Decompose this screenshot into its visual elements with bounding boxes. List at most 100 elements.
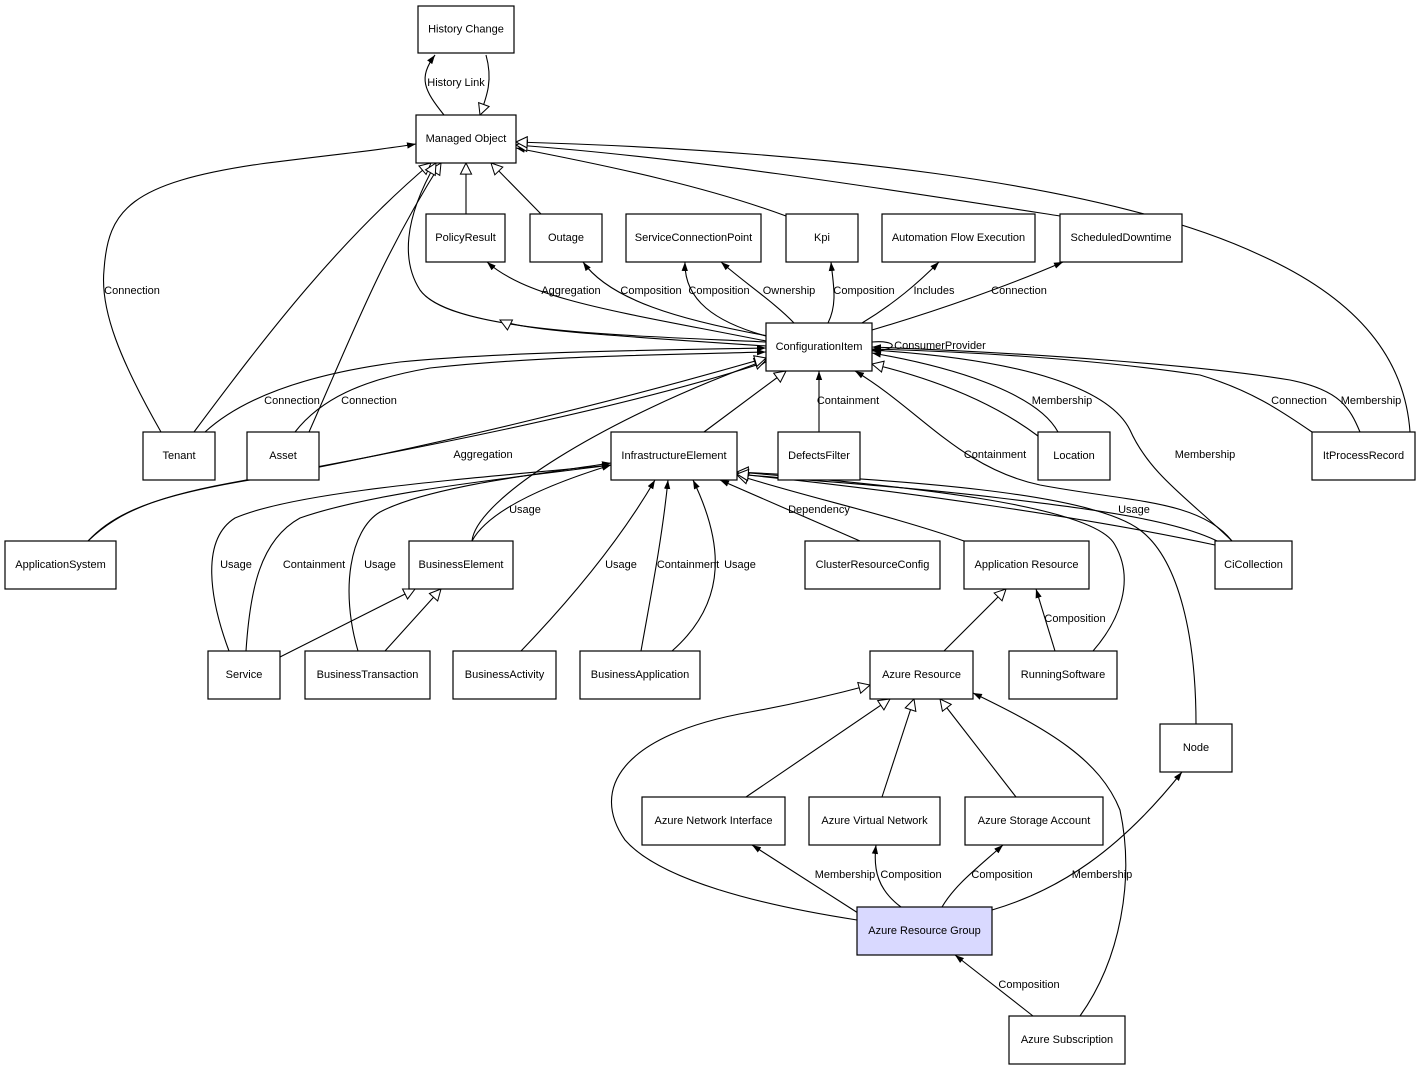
edge-label-usage: Usage	[509, 504, 541, 516]
edge-path	[703, 371, 786, 433]
node-box	[425, 213, 506, 263]
node-outage[interactable]: Outage	[529, 213, 603, 263]
node-it-process-record[interactable]: ItProcessRecord	[1311, 431, 1416, 481]
node-infrastructure-element[interactable]: InfrastructureElement	[610, 431, 738, 481]
edge-path	[736, 469, 1125, 652]
node-tenant[interactable]: Tenant	[142, 431, 216, 481]
edge-path	[294, 349, 767, 433]
node-managed-object[interactable]: Managed Object	[415, 114, 517, 164]
node-box	[207, 650, 281, 700]
node-azure-resource[interactable]: Azure Resource	[869, 650, 974, 700]
node-box	[579, 650, 701, 700]
edge-path	[211, 462, 612, 652]
edge-path	[737, 474, 1216, 546]
edge-association-36	[520, 479, 656, 652]
node-box	[625, 213, 762, 263]
node-policy-result[interactable]: PolicyResult	[425, 213, 506, 263]
edge-path	[384, 589, 441, 652]
node-business-element[interactable]: BusinessElement	[408, 540, 514, 590]
node-box	[808, 796, 941, 846]
edge-association-27	[871, 351, 1059, 433]
node-box	[869, 650, 974, 700]
node-defects-filter[interactable]: DefectsFilter	[777, 431, 861, 481]
edge-association-14	[582, 261, 769, 337]
edge-path	[486, 261, 767, 342]
edge-path	[279, 589, 415, 658]
edge-association-57	[972, 692, 1127, 1017]
node-label: Application Resource	[975, 559, 1079, 571]
node-asset[interactable]: Asset	[246, 431, 320, 481]
node-scheduled-downtime[interactable]: ScheduledDowntime	[1059, 213, 1183, 263]
edge-inheritance-24	[703, 371, 786, 433]
edge-label-composition: Composition	[833, 285, 894, 297]
node-label: ClusterResourceConfig	[816, 559, 930, 571]
node-azure-subscription[interactable]: Azure Subscription	[1008, 1015, 1126, 1065]
node-azure-network-interface[interactable]: Azure Network Interface	[641, 796, 786, 846]
edge-inheritance-11	[407, 163, 767, 343]
edge-path	[308, 163, 441, 433]
node-label: ItProcessRecord	[1323, 450, 1404, 462]
node-automation-flow-execution[interactable]: Automation Flow Execution	[881, 213, 1036, 263]
node-service[interactable]: Service	[207, 650, 281, 700]
node-service-connection-point[interactable]: ServiceConnectionPoint	[625, 213, 762, 263]
edge-association-58	[954, 954, 1034, 1017]
edge-path	[737, 472, 1197, 725]
edge-inheritance-53	[610, 685, 870, 921]
edge-inheritance-2	[480, 54, 489, 115]
edge-path	[471, 360, 766, 542]
node-application-system[interactable]: ApplicationSystem	[4, 540, 117, 590]
edge-association-31	[871, 344, 1361, 433]
edge-label-composition: Composition	[620, 285, 681, 297]
edge-inheritance-51	[881, 699, 914, 798]
node-azure-storage-account[interactable]: Azure Storage Account	[964, 796, 1104, 846]
edge-association-59	[991, 771, 1183, 911]
edge-path	[940, 699, 1017, 798]
node-azure-virtual-network[interactable]: Azure Virtual Network	[808, 796, 941, 846]
node-ci-collection[interactable]: CiCollection	[1214, 540, 1293, 590]
node-location[interactable]: Location	[1037, 431, 1111, 481]
node-application-resource[interactable]: Application Resource	[963, 540, 1090, 590]
node-kpi[interactable]: Kpi	[785, 213, 859, 263]
edge-association-19	[871, 261, 1064, 331]
node-history-change[interactable]: History Change	[417, 5, 515, 54]
node-configuration-item[interactable]: ConfigurationItem	[765, 322, 873, 372]
node-box	[777, 431, 861, 481]
edge-label-history-link: History Link	[427, 77, 485, 89]
edge-label-containment: Containment	[283, 559, 345, 571]
node-label: Node	[1183, 742, 1209, 754]
edge-path	[745, 699, 890, 798]
edge-path	[491, 163, 542, 215]
node-azure-resource-group[interactable]: Azure Resource Group	[856, 906, 993, 956]
edge-label-ownership: Ownership	[763, 285, 816, 297]
node-box	[142, 431, 216, 481]
node-box	[415, 114, 517, 164]
node-label: Tenant	[162, 450, 195, 462]
node-business-transaction[interactable]: BusinessTransaction	[304, 650, 431, 700]
edge-path	[827, 261, 835, 324]
edge-path	[871, 351, 1059, 433]
node-box	[408, 540, 514, 590]
edge-path	[480, 54, 489, 115]
node-running-software[interactable]: RunningSoftware	[1008, 650, 1118, 700]
edge-path	[348, 461, 612, 652]
node-cluster-resource-config[interactable]: ClusterResourceConfig	[804, 540, 941, 590]
node-label: Outage	[548, 232, 584, 244]
node-label: BusinessElement	[419, 559, 504, 571]
node-box	[1159, 723, 1233, 773]
node-node[interactable]: Node	[1159, 723, 1233, 773]
edge-label-usage: Usage	[1118, 504, 1150, 516]
node-box	[304, 650, 431, 700]
node-business-application[interactable]: BusinessApplication	[579, 650, 701, 700]
edge-inheritance-40	[737, 475, 965, 542]
node-label: ScheduledDowntime	[1071, 232, 1172, 244]
node-label: PolicyResult	[435, 232, 496, 244]
node-box	[1008, 650, 1118, 700]
edge-path	[881, 699, 914, 798]
edge-label-connection: Connection	[341, 395, 397, 407]
edge-label-usage: Usage	[220, 559, 252, 571]
node-business-activity[interactable]: BusinessActivity	[452, 650, 557, 700]
node-label: BusinessTransaction	[317, 669, 419, 681]
edge-path	[87, 358, 766, 542]
edge-association-56	[941, 844, 1004, 908]
